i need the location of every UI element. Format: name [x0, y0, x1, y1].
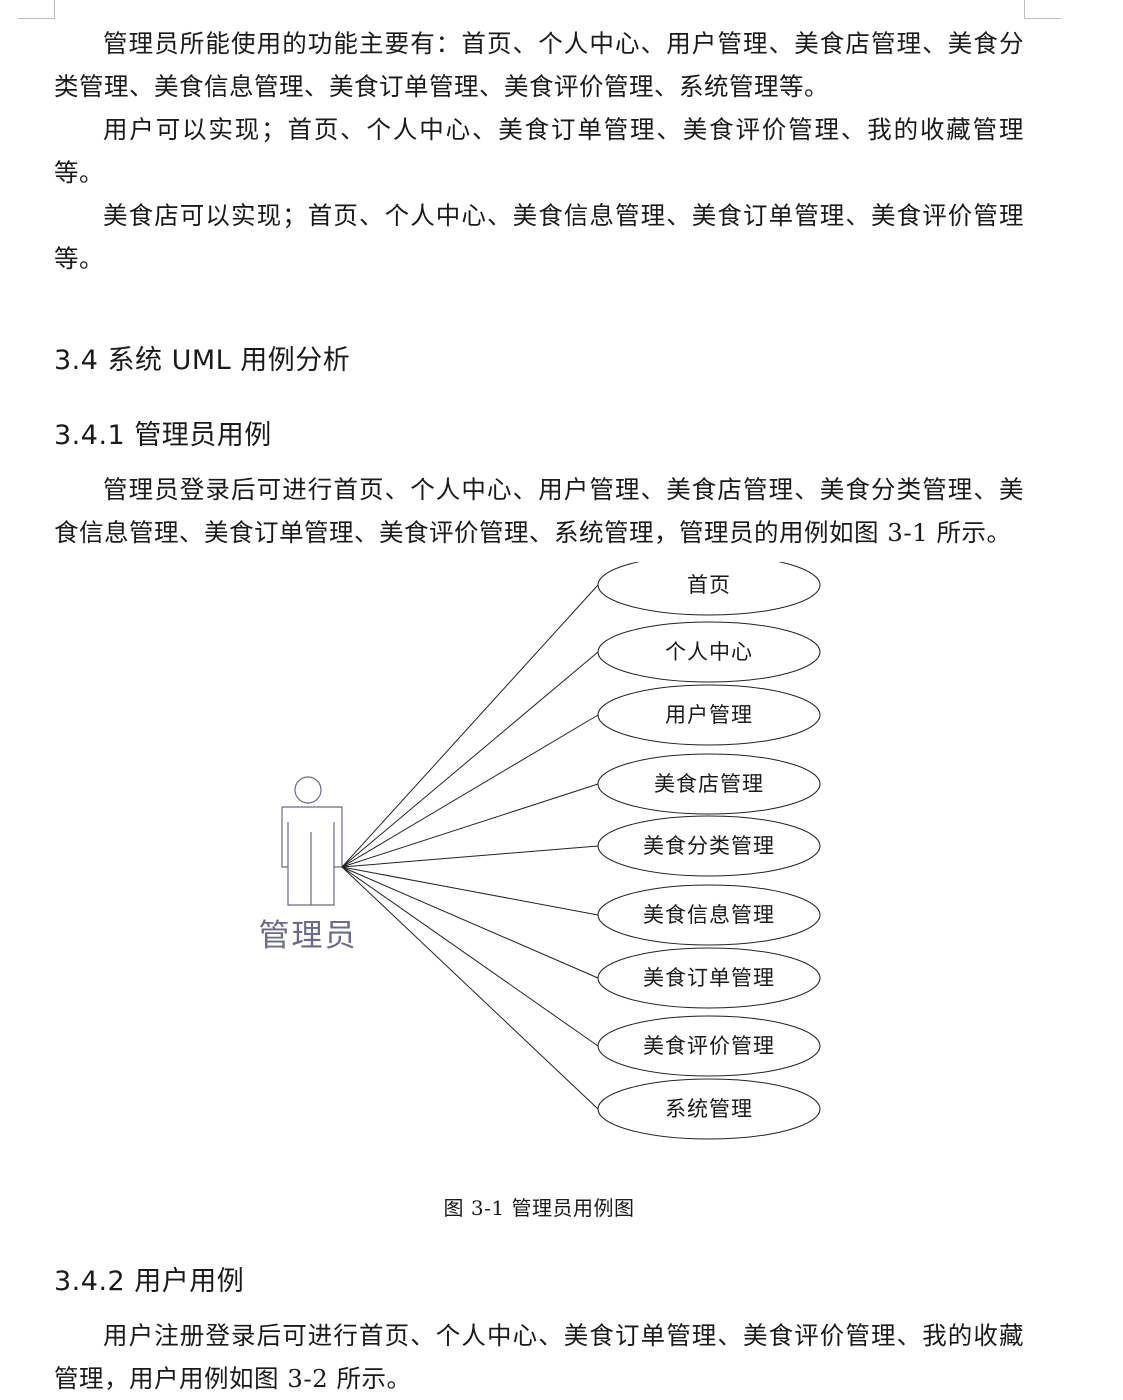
use-case-ellipse [597, 753, 821, 815]
association-line [341, 714, 599, 868]
user-functions-paragraph: 用户可以实现；首页、个人中心、美食订单管理、美食评价管理、我的收藏管理等。 [54, 115, 1024, 187]
use-case-ellipse [597, 947, 821, 1009]
use-case-label: 美食评价管理 [643, 1034, 775, 1058]
shop-functions-paragraph: 美食店可以实现；首页、个人中心、美食信息管理、美食订单管理、美食评价管理等。 [54, 201, 1024, 273]
use-case-item: 美食订单管理 [597, 947, 821, 1009]
user-usecase-paragraph: 用户注册登录后可进行首页、个人中心、美食订单管理、美食评价管理、我的收藏管理，用… [54, 1321, 1024, 1393]
use-case-label: 系统管理 [665, 1097, 753, 1121]
association-line [341, 866, 599, 1047]
use-case-item: 美食分类管理 [597, 815, 821, 877]
admin-functions-paragraph: 管理员所能使用的功能主要有：首页、个人中心、用户管理、美食店管理、美食分类管理、… [54, 29, 1024, 101]
actor-label: 管理员 [259, 918, 358, 954]
actor-head [294, 776, 322, 804]
admin-usecase-diagram: 管理员 首页个人中心用户管理美食店管理美食分类管理美食信息管理美食订单管理美食评… [259, 562, 821, 1140]
use-case-ellipse [597, 1015, 821, 1077]
use-case-item: 个人中心 [597, 621, 821, 683]
use-case-item: 美食评价管理 [597, 1015, 821, 1077]
page-corner-mark-left [18, 0, 55, 19]
use-case-label: 美食分类管理 [643, 834, 775, 858]
section-3-4-2-heading: 3.4.2 用户用例 [54, 1266, 245, 1297]
use-case-ellipse [597, 884, 821, 946]
figure-3-1-caption: 图 3-1 管理员用例图 [443, 1196, 635, 1220]
use-case-label: 用户管理 [665, 703, 753, 727]
use-case-ellipse [597, 1078, 821, 1140]
use-case-ellipse [597, 621, 821, 683]
use-case-ellipses: 首页个人中心用户管理美食店管理美食分类管理美食信息管理美食订单管理美食评价管理系… [597, 562, 821, 1140]
actor-body [281, 806, 343, 906]
association-line [341, 866, 599, 979]
association-line [341, 584, 599, 868]
association-line [341, 845, 599, 868]
use-case-item: 美食信息管理 [597, 884, 821, 946]
use-case-label: 首页 [687, 573, 731, 597]
use-case-item: 用户管理 [597, 684, 821, 746]
association-line [341, 866, 599, 916]
use-case-item: 系统管理 [597, 1078, 821, 1140]
association-lines [341, 584, 599, 1110]
admin-usecase-paragraph: 管理员登录后可进行首页、个人中心、用户管理、美食店管理、美食分类管理、美食信息管… [54, 475, 1024, 547]
association-line [341, 866, 599, 1110]
use-case-item: 首页 [597, 562, 821, 616]
use-case-ellipse [597, 562, 821, 616]
section-3-4-1-heading: 3.4.1 管理员用例 [54, 420, 272, 451]
use-case-label: 美食店管理 [654, 772, 764, 796]
use-case-item: 美食店管理 [597, 753, 821, 815]
association-line [341, 783, 599, 868]
document-page: 管理员所能使用的功能主要有：首页、个人中心、用户管理、美食店管理、美食分类管理、… [54, 22, 1024, 1400]
use-case-label: 美食订单管理 [643, 966, 775, 990]
page-corner-mark-right [1024, 0, 1061, 19]
use-case-ellipse [597, 815, 821, 877]
section-3-4-heading: 3.4 系统 UML 用例分析 [54, 345, 351, 376]
association-line [341, 651, 599, 868]
use-case-label: 美食信息管理 [643, 903, 775, 927]
admin-actor: 管理员 [259, 776, 358, 954]
use-case-ellipse [597, 684, 821, 746]
use-case-label: 个人中心 [665, 640, 753, 664]
